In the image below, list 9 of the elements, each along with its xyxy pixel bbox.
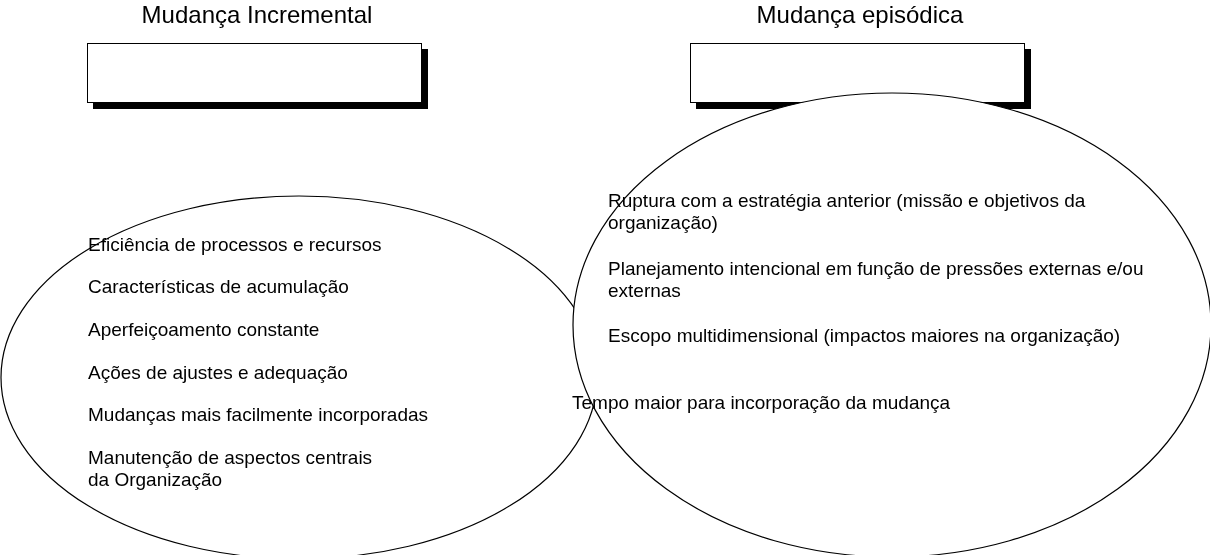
list-item: Planejamento intencional em função de pressões externas e/ou externas [608, 258, 1145, 302]
list-item: Manutenção de aspectos centrais da Organização [88, 447, 374, 491]
list-item: Aperfeiçoamento constante [88, 319, 321, 341]
list-item: Ações de ajustes e adequação [88, 362, 349, 384]
list-item: Características de acumulação [88, 276, 350, 298]
heading: Mudança episódica [755, 0, 965, 30]
heading: Mudança Incremental [140, 0, 374, 30]
list-item: Mudanças mais facilmente incorporadas [88, 404, 430, 426]
list-item: Escopo multidimensional (impactos maiores na organização) [608, 325, 1122, 347]
